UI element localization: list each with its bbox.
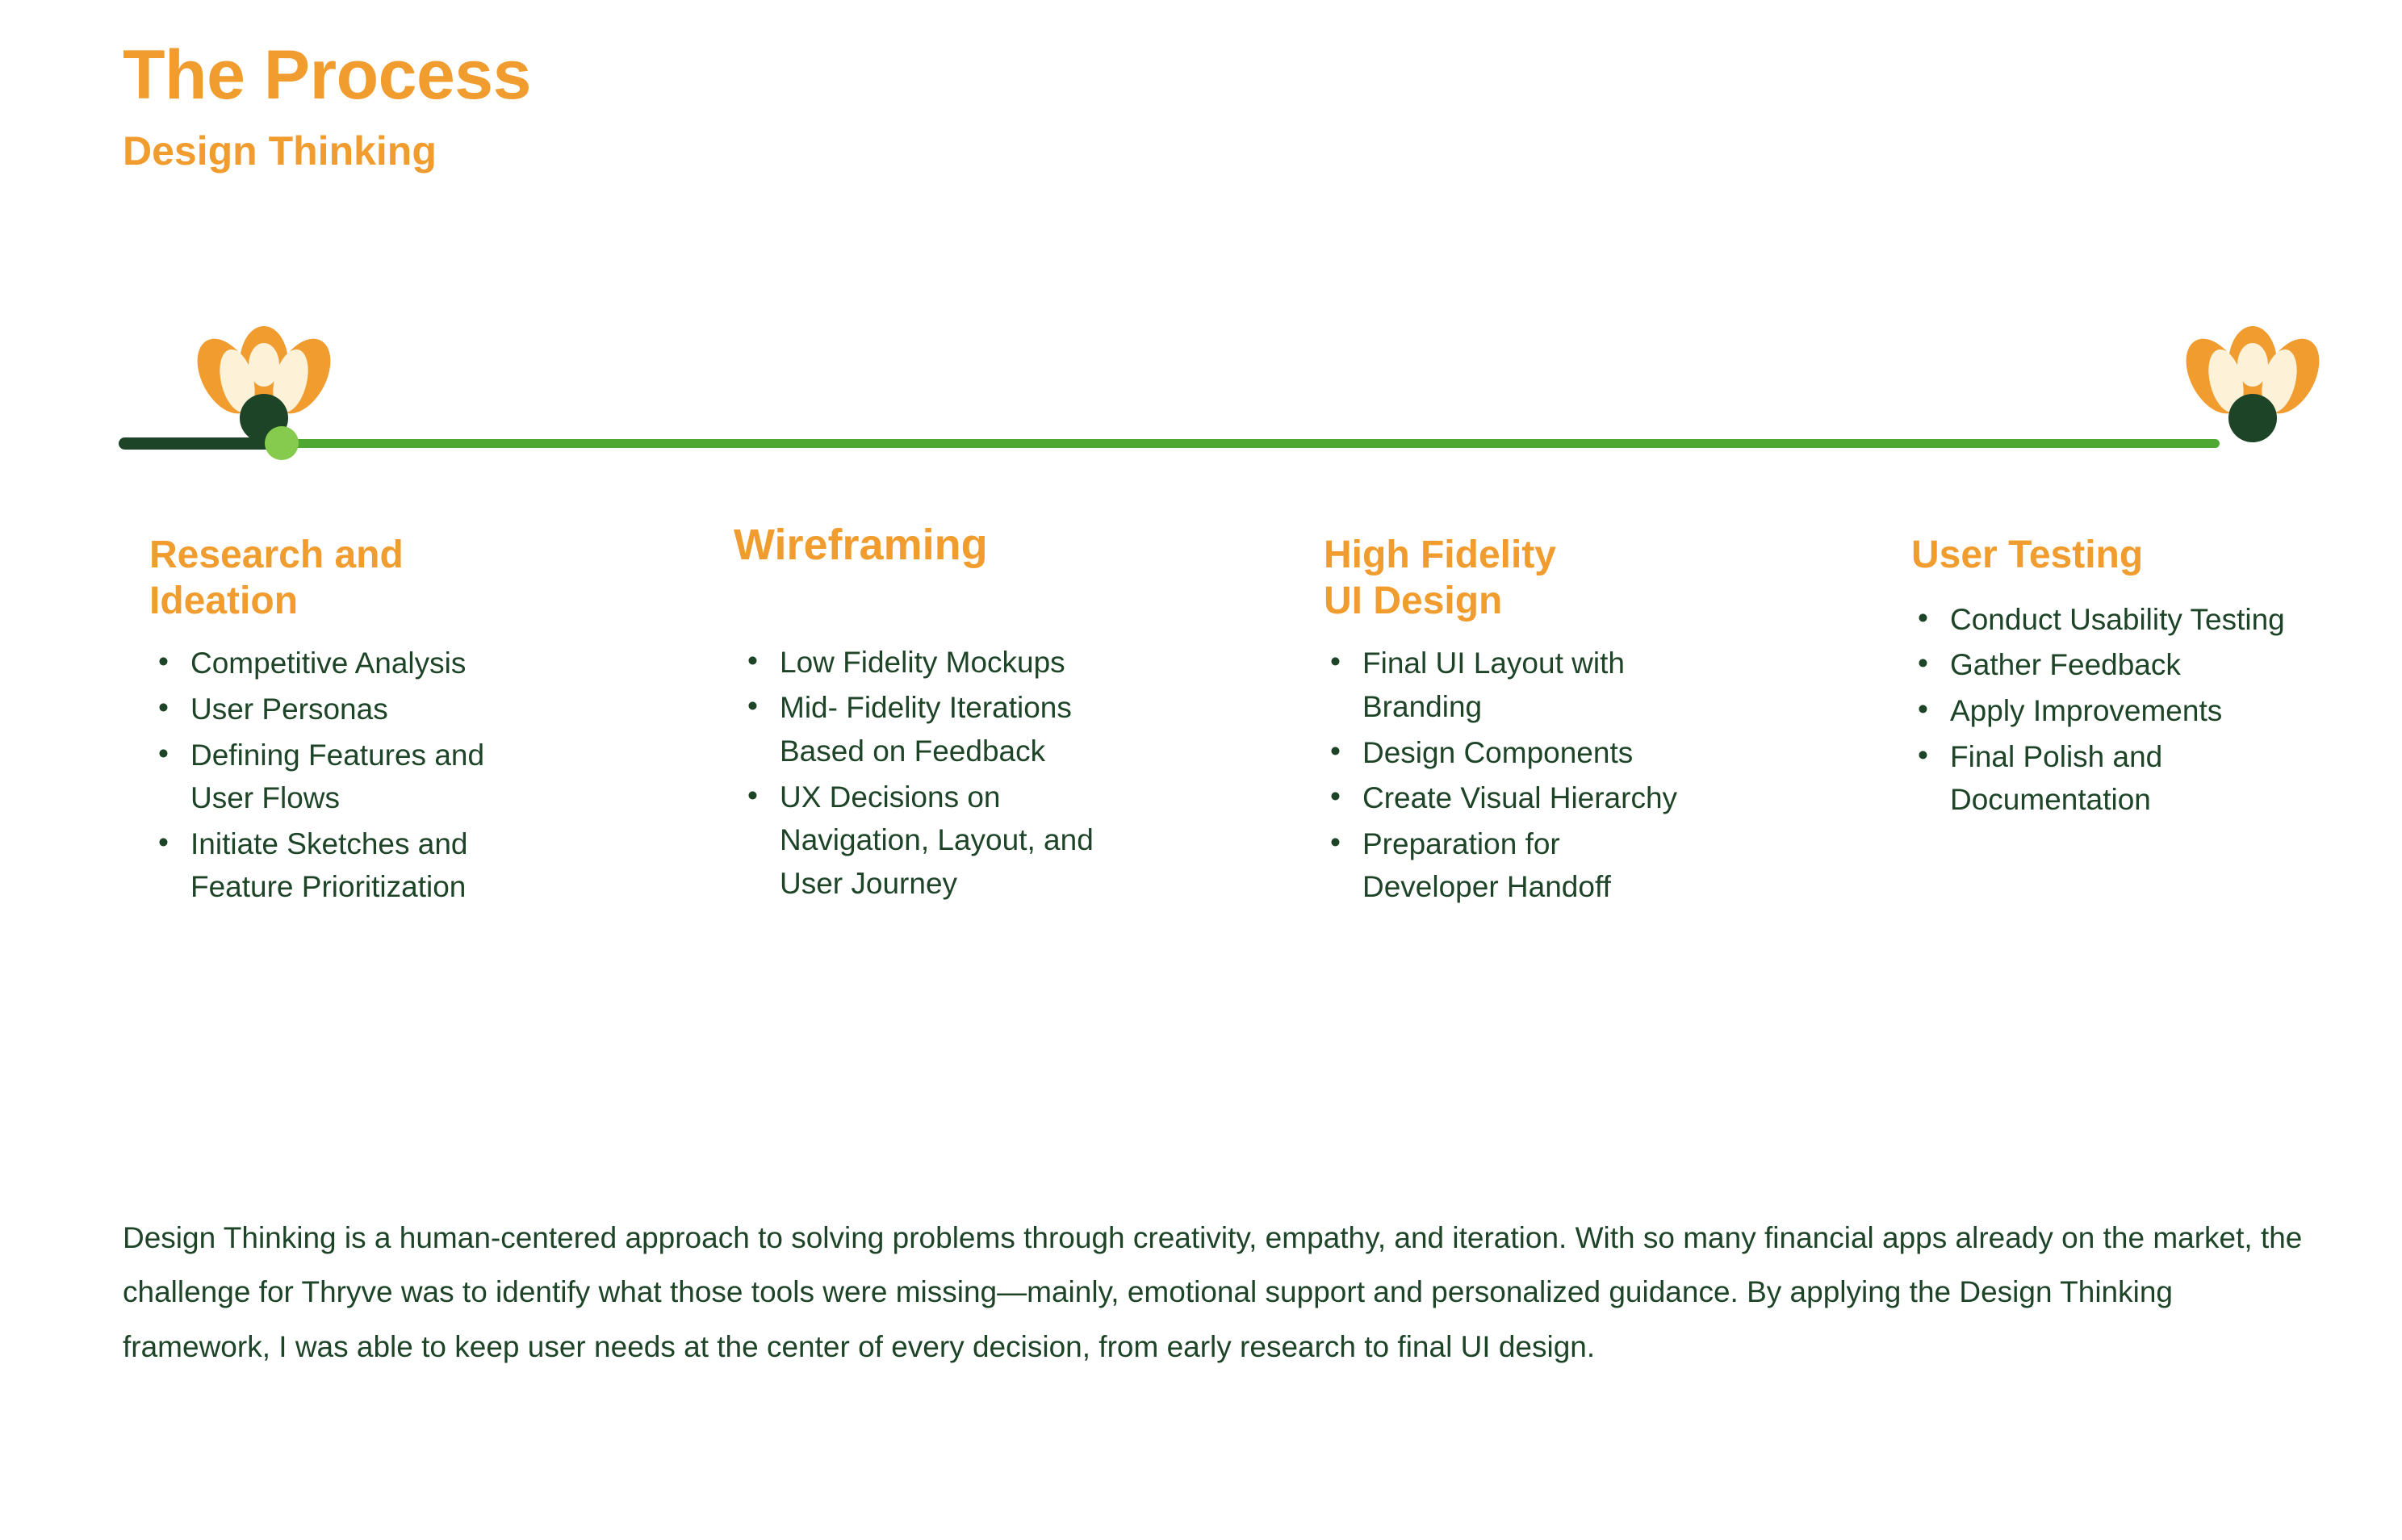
list-item: Design Components [1324, 730, 1703, 775]
list-item: UX Decisions on Navigation, Layout, and … [741, 774, 1120, 906]
flower-right-icon [2176, 323, 2329, 452]
list-item: Create Visual Hierarchy [1324, 775, 1703, 820]
stage-item-list: Conduct Usability Testing Gather Feedbac… [1911, 596, 2291, 822]
page-subtitle: Design Thinking [123, 128, 437, 174]
stage-title: High Fidelity UI Design [1324, 534, 1556, 622]
stage-title: Research and Ideation [149, 534, 404, 622]
stage-title: User Testing [1911, 534, 2144, 576]
stage-item-list: Final UI Layout with Branding Design Com… [1324, 640, 1703, 909]
list-item: Final UI Layout with Branding [1324, 640, 1703, 728]
list-item: Low Fidelity Mockups [741, 639, 1120, 684]
list-item: Gather Feedback [1911, 642, 2291, 687]
list-item: User Personas [152, 686, 531, 731]
summary-paragraph: Design Thinking is a human-centered appr… [123, 1221, 2303, 1363]
stage-column-user-testing: User Testing Conduct Usability Testing G… [1911, 533, 2291, 824]
stage-column-wireframing: Wireframing Low Fidelity Mockups Mid- Fi… [734, 521, 1120, 908]
list-item: Initiate Sketches and Feature Prioritiza… [152, 821, 531, 909]
timeline-progress-dot [265, 426, 299, 460]
page-title: The Process [123, 36, 531, 114]
list-item: Mid- Fidelity Iterations Based on Feedba… [741, 684, 1120, 772]
timeline-line-light-segment [266, 439, 2220, 448]
header: The Process Design Thinking [123, 39, 531, 174]
stage-title: Wireframing [734, 521, 988, 569]
timeline [0, 307, 2402, 476]
stage-item-list: Competitive Analysis User Personas Defin… [152, 640, 531, 909]
stage-item-list: Low Fidelity Mockups Mid- Fidelity Itera… [741, 639, 1120, 906]
list-item: Defining Features and User Flows [152, 732, 531, 820]
list-item: Apply Improvements [1911, 688, 2291, 733]
list-item: Final Polish and Documentation [1911, 734, 2291, 822]
list-item: Conduct Usability Testing [1911, 596, 2291, 642]
list-item: Preparation for Developer Handoff [1324, 821, 1703, 909]
flower-left-icon [187, 323, 341, 452]
stage-column-high-fidelity-ui-design: High Fidelity UI Design Final UI Layout … [1324, 533, 1703, 911]
list-item: Competitive Analysis [152, 640, 531, 685]
timeline-line-dark-segment [119, 437, 284, 450]
stage-column-research-and-ideation: Research and Ideation Competitive Analys… [149, 533, 531, 911]
